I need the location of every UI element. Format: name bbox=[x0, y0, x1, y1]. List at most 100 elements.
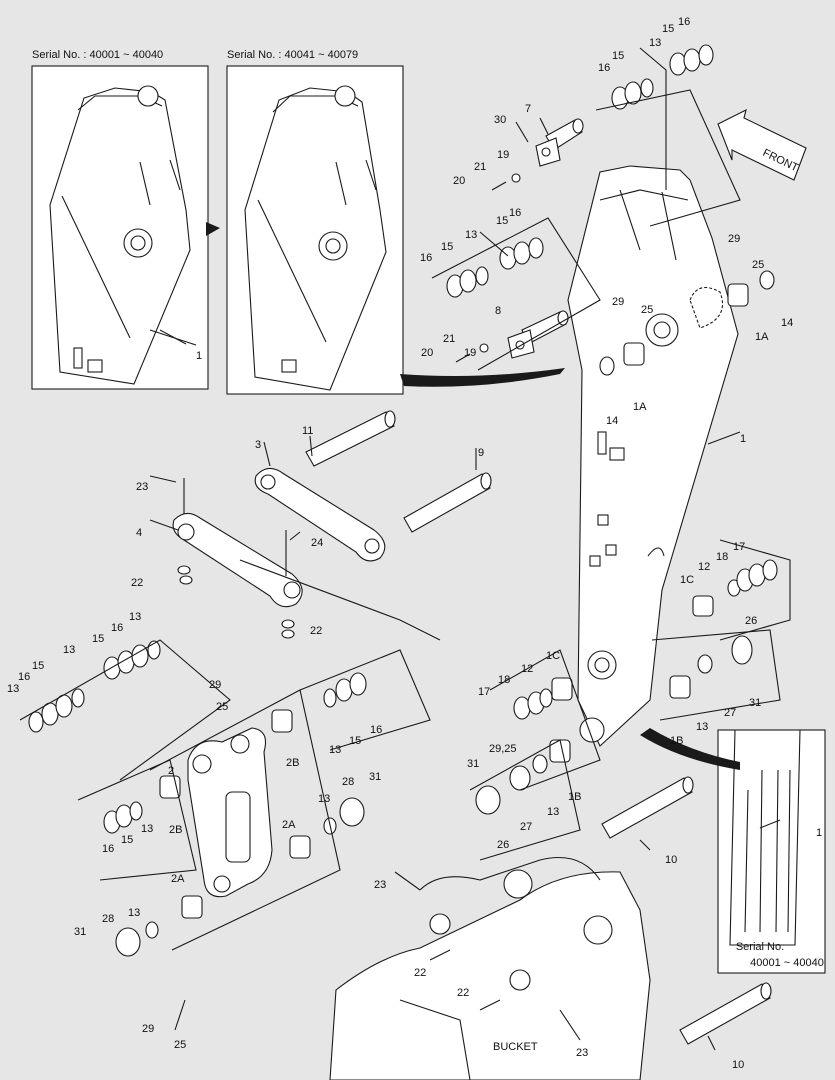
callout-13e: 13 bbox=[63, 644, 75, 656]
link-4 bbox=[172, 478, 303, 639]
callout-7: 7 bbox=[525, 103, 531, 115]
callout-11: 11 bbox=[302, 425, 313, 437]
callout-15c: 15 bbox=[496, 215, 508, 227]
callout-19a: 19 bbox=[497, 149, 509, 161]
callout-25b: 25 bbox=[641, 304, 653, 316]
callout-10b: 10 bbox=[732, 1059, 744, 1071]
callout-3: 3 bbox=[255, 439, 261, 451]
callout-22c: 22 bbox=[414, 967, 426, 979]
callout-24: 24 bbox=[311, 537, 323, 549]
callout-16h: 16 bbox=[102, 843, 114, 855]
callout-20b: 20 bbox=[421, 347, 433, 359]
callout-16e: 16 bbox=[111, 622, 123, 634]
callout-8: 8 bbox=[495, 305, 501, 317]
link-3 bbox=[254, 467, 386, 562]
callout-31b: 31 bbox=[467, 758, 479, 770]
inset-panel-serial-a: Serial No. : 40001 ~ 40040 bbox=[31, 49, 220, 390]
callout-13i: 13 bbox=[318, 793, 330, 805]
pin-9 bbox=[403, 472, 492, 533]
callout-16a: 16 bbox=[598, 62, 610, 74]
callout-25a: 25 bbox=[752, 259, 764, 271]
callout-29b: 29 bbox=[612, 296, 624, 308]
callout-17a: 17 bbox=[733, 541, 745, 553]
callout-27b: 27 bbox=[520, 821, 532, 833]
callout-15f: 15 bbox=[32, 660, 44, 672]
callout-22d: 22 bbox=[457, 987, 469, 999]
leader-lines bbox=[149, 47, 781, 1051]
washer-stacks bbox=[28, 44, 778, 834]
front-arrow-icon: FRONT bbox=[717, 108, 807, 181]
serial-label-c2: 40001 ~ 40040 bbox=[750, 957, 824, 969]
callout-13a: 13 bbox=[649, 37, 661, 49]
callout-13h: 13 bbox=[547, 806, 559, 818]
callout-1c: 1 bbox=[816, 827, 822, 839]
callout-13j: 13 bbox=[141, 823, 153, 835]
callout-13f: 13 bbox=[7, 683, 19, 695]
bucket-label: BUCKET bbox=[493, 1041, 538, 1053]
callout-15h: 15 bbox=[121, 834, 133, 846]
callout-16c: 16 bbox=[509, 207, 521, 219]
callout-1Cb: 1C bbox=[546, 650, 560, 662]
callout-13d: 13 bbox=[129, 611, 141, 623]
callout-1Bb: 1B bbox=[568, 791, 581, 803]
callout-15d: 15 bbox=[441, 241, 453, 253]
callout-18b: 18 bbox=[498, 674, 510, 686]
callout-2Aa: 2A bbox=[282, 819, 296, 831]
serial-label-a: Serial No. : 40001 ~ 40040 bbox=[32, 49, 163, 61]
callout-27a: 27 bbox=[724, 707, 736, 719]
callout-1Ab: 1A bbox=[633, 401, 647, 413]
callout-1a: 1 bbox=[196, 350, 202, 362]
callout-1b: 1 bbox=[740, 433, 746, 445]
pin-11 bbox=[305, 410, 396, 467]
callout-2Bb: 2B bbox=[169, 824, 182, 836]
callout-12b: 12 bbox=[521, 663, 533, 675]
callout-14b: 14 bbox=[606, 415, 618, 427]
callout-31d: 31 bbox=[74, 926, 86, 938]
callout-28b: 28 bbox=[102, 913, 114, 925]
callout-22a: 22 bbox=[131, 577, 143, 589]
callout-15a: 15 bbox=[612, 50, 624, 62]
callout-26b: 26 bbox=[497, 839, 509, 851]
callout-16d: 16 bbox=[420, 252, 432, 264]
callout-9: 9 bbox=[478, 447, 484, 459]
callout-25c: 25 bbox=[216, 701, 228, 713]
serial-label-c1: Serial No. bbox=[736, 941, 784, 953]
callout-29a: 29 bbox=[728, 233, 740, 245]
callout-13k: 13 bbox=[128, 907, 140, 919]
callout-15e: 15 bbox=[92, 633, 104, 645]
callout-25d: 25 bbox=[174, 1039, 186, 1051]
arm-bushings bbox=[475, 270, 775, 815]
link-2 bbox=[115, 709, 365, 957]
callout-28a: 28 bbox=[342, 776, 354, 788]
callout-17b: 17 bbox=[478, 686, 490, 698]
callout-4: 4 bbox=[136, 527, 142, 539]
pin-7 bbox=[535, 118, 584, 167]
callout-20a: 20 bbox=[453, 175, 465, 187]
arm-assembly bbox=[567, 165, 739, 747]
callout-15g: 15 bbox=[349, 735, 361, 747]
inset-panel-serial-c: Serial No. 40001 ~ 40040 bbox=[640, 728, 826, 974]
callout-13g: 13 bbox=[329, 744, 341, 756]
callout-22b: 22 bbox=[310, 625, 322, 637]
callout-1Ca: 1C bbox=[680, 574, 694, 586]
callout-13b: 13 bbox=[465, 229, 477, 241]
callout-12a: 12 bbox=[698, 561, 710, 573]
callout-2Ab: 2A bbox=[171, 873, 185, 885]
inset-panel-serial-b: Serial No. : 40041 ~ 40079 bbox=[226, 49, 565, 395]
callout-2: 2 bbox=[168, 765, 174, 777]
callout-23c: 23 bbox=[576, 1047, 588, 1059]
callout-2Ba: 2B bbox=[286, 757, 299, 769]
callout-31a: 31 bbox=[749, 697, 761, 709]
serial-label-b: Serial No. : 40041 ~ 40079 bbox=[227, 49, 358, 61]
callout-1Aa: 1A bbox=[755, 331, 769, 343]
callout-labels: 161513161530719212013161516152925141A292… bbox=[7, 16, 822, 1071]
callout-30: 30 bbox=[494, 114, 506, 126]
pin-bolts bbox=[455, 173, 521, 363]
callout-10a: 10 bbox=[665, 854, 677, 866]
callout-2925: 29,25 bbox=[489, 743, 517, 755]
callout-1Ba: 1B bbox=[670, 735, 683, 747]
callout-31c: 31 bbox=[369, 771, 381, 783]
callout-29c: 29 bbox=[209, 679, 221, 691]
pin-10-lower bbox=[679, 982, 772, 1045]
